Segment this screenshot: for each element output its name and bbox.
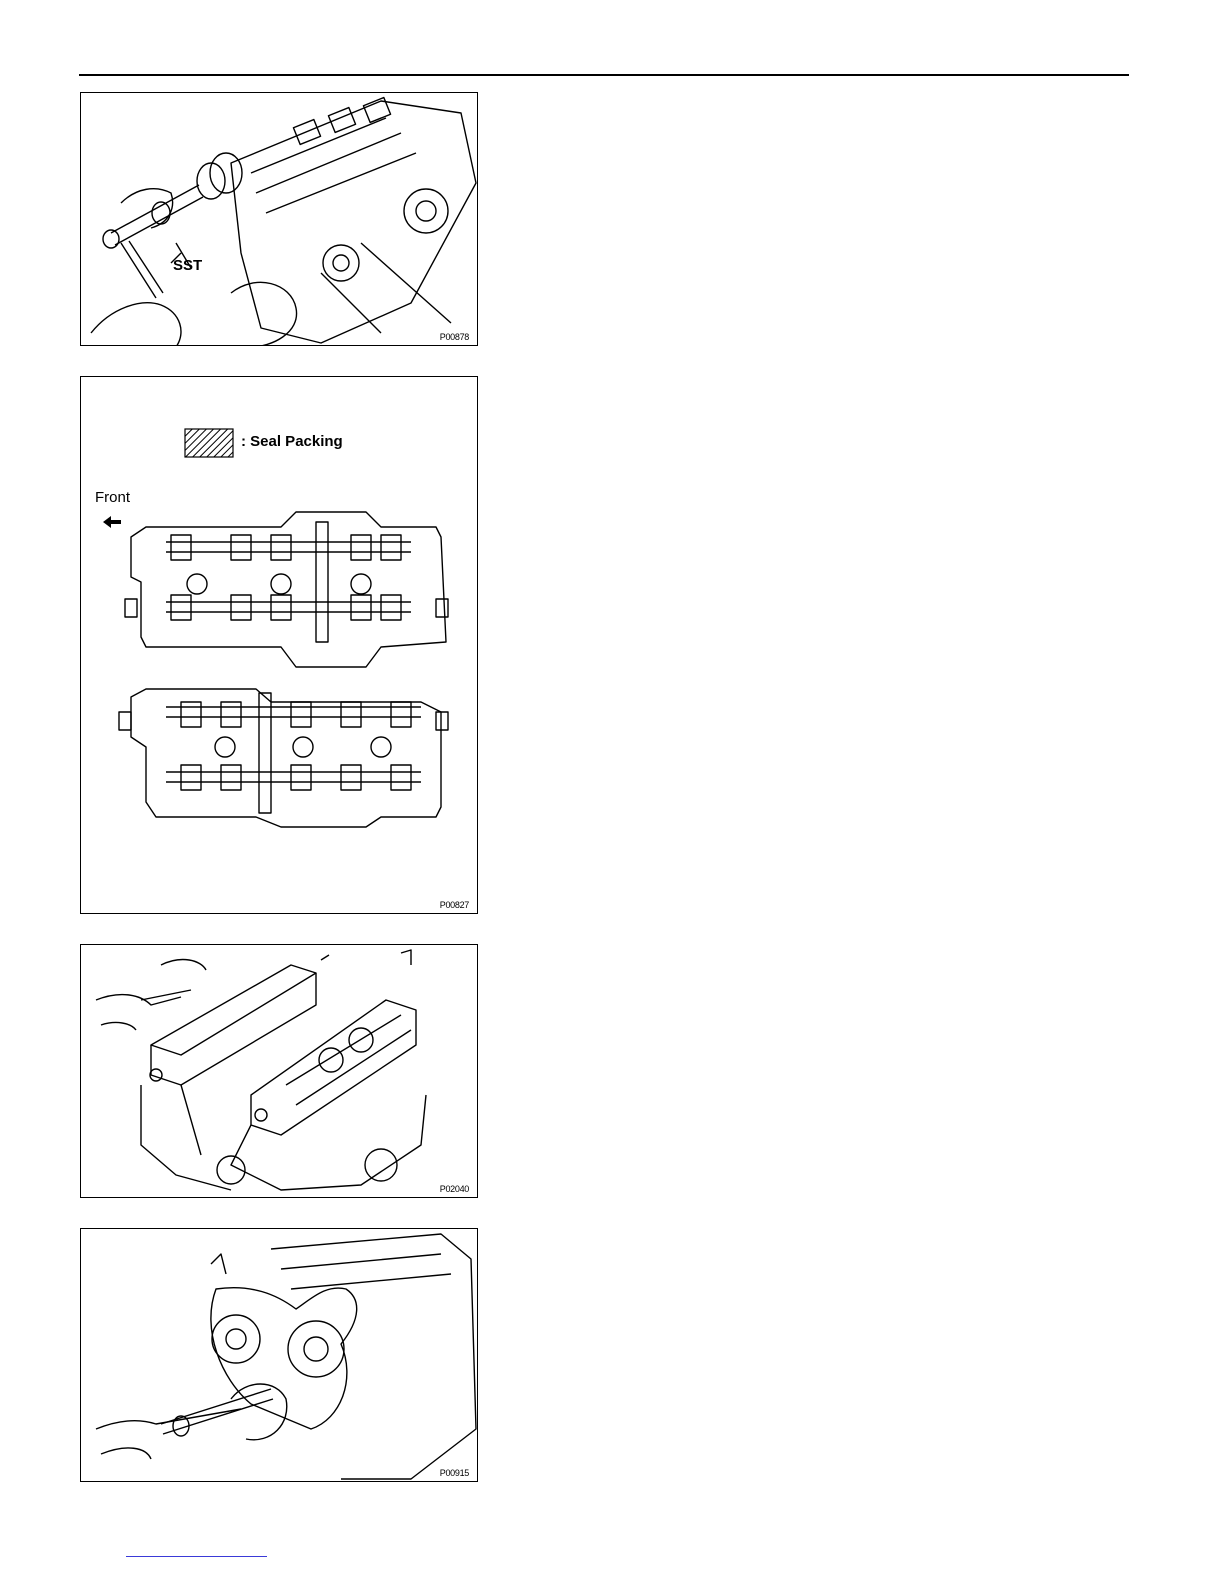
footer-link-line[interactable] [126, 1556, 267, 1557]
front-label: Front [95, 489, 130, 506]
figure-timing-plate-illustration [81, 1229, 478, 1482]
seal-packing-swatch [185, 429, 233, 457]
figure-seal-packing: : Seal Packing Front P00827 [80, 376, 478, 914]
figure-code: P00878 [440, 332, 469, 342]
seal-packing-label: : Seal Packing [241, 433, 343, 450]
figure-cylinder-head-covers: P02040 [80, 944, 478, 1198]
figure-timing-belt-plate: P00915 [80, 1228, 478, 1482]
figure-code: P02040 [440, 1184, 469, 1194]
figure-seal-packing-illustration [81, 377, 478, 914]
figure-code: P00827 [440, 900, 469, 910]
front-arrow-icon [103, 516, 121, 528]
callout-sst: SST [173, 257, 202, 274]
figure-sst-illustration [81, 93, 478, 346]
figure-engine-illustration [81, 945, 478, 1198]
figure-code: P00915 [440, 1468, 469, 1478]
header-rule [79, 74, 1129, 76]
figure-sst-camshaft: SST P00878 [80, 92, 478, 346]
